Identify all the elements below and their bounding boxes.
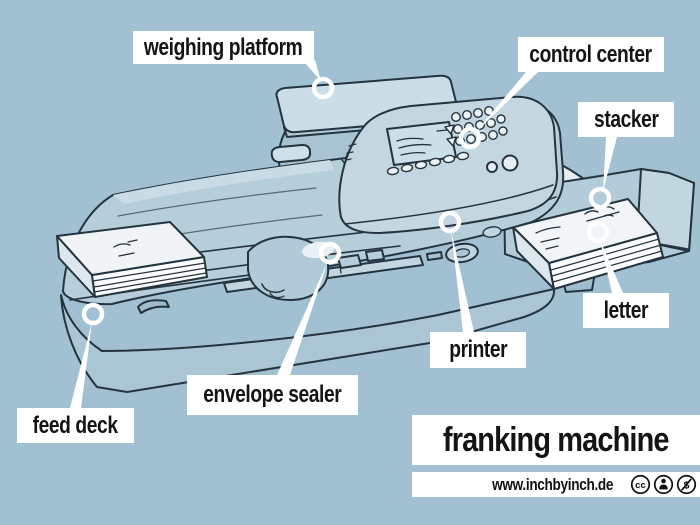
feed-deck-slot bbox=[137, 299, 170, 314]
round-button-large bbox=[501, 154, 519, 172]
label-weighing-platform: weighing platform bbox=[133, 31, 314, 64]
label-envelope-sealer-text: envelope sealer bbox=[203, 381, 342, 408]
marker-stacker bbox=[588, 186, 612, 210]
round-button-small bbox=[486, 161, 498, 173]
marker-feed-deck bbox=[81, 302, 105, 326]
label-letter: letter bbox=[583, 293, 669, 328]
leader-feed-deck bbox=[70, 322, 92, 408]
label-printer-text: printer bbox=[448, 336, 507, 363]
label-control-center-text: control center bbox=[529, 40, 653, 68]
license-icons: cc $ bbox=[630, 474, 697, 495]
website-url: www.inchbyinch.de bbox=[491, 474, 613, 494]
page-title: franking machine bbox=[412, 415, 700, 465]
marker-weighing-platform bbox=[311, 76, 335, 100]
attribution-icon bbox=[653, 474, 674, 495]
marker-control-center bbox=[458, 126, 482, 150]
keypad bbox=[444, 105, 508, 147]
label-stacker-text: stacker bbox=[593, 105, 659, 133]
marker-letter bbox=[586, 220, 610, 244]
leader-lines bbox=[70, 60, 623, 408]
display-text-scribbles bbox=[396, 129, 448, 156]
label-letter-text: letter bbox=[603, 296, 649, 324]
leader-stacker bbox=[603, 137, 617, 191]
marker-envelope-sealer bbox=[318, 241, 342, 265]
label-envelope-sealer: envelope sealer bbox=[187, 375, 358, 415]
label-feed-deck: feed deck bbox=[17, 408, 134, 443]
feed-envelope-stack bbox=[56, 221, 208, 298]
non-commercial-icon: $ bbox=[676, 474, 697, 495]
function-buttons bbox=[386, 151, 470, 176]
credit-bar: www.inchbyinch.de cc $ bbox=[412, 472, 700, 497]
control-panel-part bbox=[338, 95, 559, 234]
leader-printer bbox=[451, 230, 474, 332]
leader-letter bbox=[600, 240, 623, 293]
marker-printer bbox=[438, 210, 462, 234]
leader-weighing-platform bbox=[305, 60, 321, 81]
page-title-text: franking machine bbox=[443, 420, 670, 459]
svg-text:cc: cc bbox=[635, 480, 646, 491]
leader-control-center bbox=[474, 72, 538, 134]
leader-envelope-sealer bbox=[277, 261, 328, 375]
label-stacker: stacker bbox=[578, 102, 674, 137]
part-markers bbox=[81, 76, 612, 326]
label-printer: printer bbox=[430, 332, 526, 368]
label-control-center: control center bbox=[518, 37, 664, 72]
letter-address-scribbles bbox=[535, 226, 561, 250]
label-weighing-platform-text: weighing platform bbox=[144, 33, 303, 61]
label-feed-deck-text: feed deck bbox=[33, 411, 118, 439]
envelope-scribbles bbox=[113, 239, 138, 257]
cc-icon: cc bbox=[630, 474, 651, 495]
